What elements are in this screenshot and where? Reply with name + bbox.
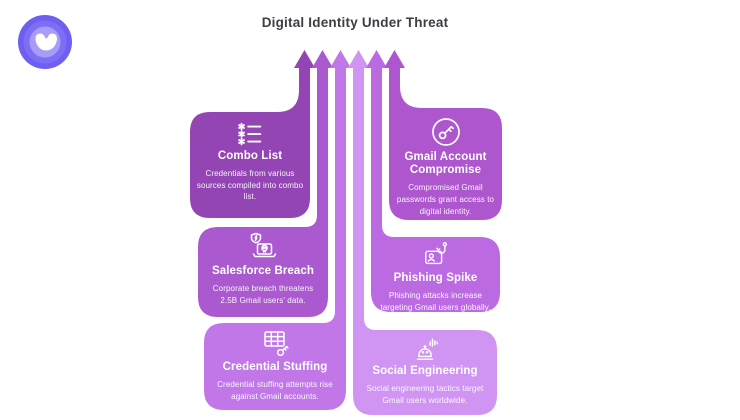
card-description: Credential stuffing attempts rise agains… — [217, 380, 333, 401]
voice-robot-icon — [416, 338, 438, 360]
card-description: Corporate breach threatens 2.5B Gmail us… — [212, 284, 314, 305]
page-title: Digital Identity Under Threat — [261, 15, 449, 30]
card-shape-gmail-account-compromise — [384, 50, 502, 220]
card-shape-salesforce-breach — [198, 50, 333, 317]
asterisk-list-icon — [238, 122, 262, 146]
w-crown-logo — [18, 15, 72, 69]
card-description: Social engineering tactics target Gmail … — [366, 384, 484, 405]
card-shape-social-engineering — [348, 50, 497, 415]
card-title: Combo List — [217, 150, 283, 162]
key-circle-icon — [431, 118, 460, 146]
logo-w-glyph — [35, 33, 57, 51]
card-title: Phishing Spike — [393, 272, 478, 284]
card-shape-phishing-spike — [366, 50, 500, 312]
card-title: Credential Stuffing — [222, 361, 328, 373]
card-gmail-account-compromise: Gmail Account Compromise Compromised Gma… — [389, 108, 502, 220]
card-description: Compromised Gmail passwords grant access… — [396, 183, 495, 216]
card-description: Phishing attacks increase targeting Gmai… — [380, 291, 491, 312]
table-key-icon — [264, 331, 289, 357]
card-salesforce-breach: Salesforce Breach Corporate breach threa… — [198, 227, 328, 317]
card-phishing-spike: Phishing Spike Phishing attacks increase… — [371, 237, 500, 312]
card-title: Salesforce Breach — [211, 265, 315, 277]
id-card-fishhook-icon — [424, 242, 447, 265]
card-title: Gmail Account Compromise — [404, 151, 487, 177]
card-combo-list: Combo List Credentials from various sour… — [190, 112, 310, 218]
card-title: Social Engineering — [372, 365, 478, 377]
card-description: Credentials from various sources compile… — [196, 169, 304, 202]
card-credential-stuffing: Credential Stuffing Credential stuffing … — [204, 323, 346, 410]
laptop-skull-shield-icon — [250, 232, 277, 258]
card-social-engineering: Social Engineering Social engineering ta… — [353, 330, 497, 415]
